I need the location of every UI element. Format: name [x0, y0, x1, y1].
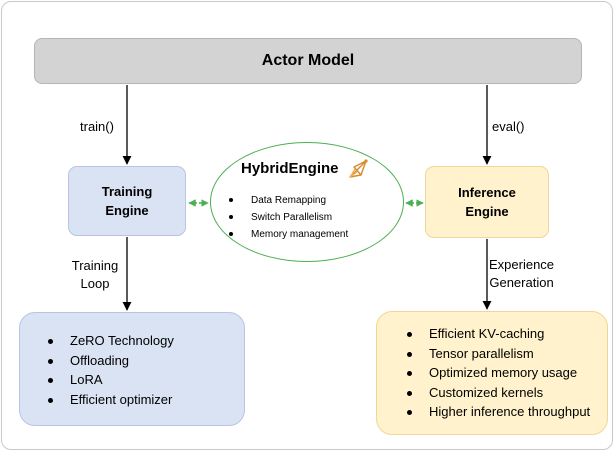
training-engine-label-line2: Engine: [105, 203, 149, 218]
hybrid-engine-title: HybridEngine: [241, 160, 339, 177]
list-item: Switch Parallelism: [229, 209, 348, 226]
list-item: ZeRO Technology: [42, 331, 244, 351]
list-item: Higher inference throughput: [401, 402, 607, 422]
inference-features-box: Efficient KV-caching Tensor parallelism …: [376, 311, 608, 435]
inference-features-list: Efficient KV-caching Tensor parallelism …: [401, 324, 607, 422]
training-engine-label-line1: Training: [101, 184, 153, 199]
list-item: Customized kernels: [401, 383, 607, 403]
eval-edge-label: eval(): [492, 119, 525, 134]
experience-generation-line1: Experience: [489, 257, 555, 272]
experience-generation-line2: Generation: [489, 275, 554, 290]
training-engine-box: Training Engine: [68, 166, 186, 236]
training-loop-line1: Training: [71, 258, 119, 273]
training-loop-label: Training Loop: [64, 257, 126, 293]
training-features-list: ZeRO Technology Offloading LoRA Efficien…: [42, 331, 244, 409]
actor-model-label: Actor Model: [261, 52, 355, 69]
inference-engine-box: Inference Engine: [425, 166, 549, 238]
list-item: Optimized memory usage: [401, 363, 607, 383]
hybrid-engine-ellipse: HybridEngine Data Remapping Switch Paral…: [210, 142, 404, 262]
list-item: Memory management: [229, 226, 348, 243]
list-item: Tensor parallelism: [401, 344, 607, 364]
inference-engine-label-line2: Engine: [465, 204, 509, 219]
list-item: Data Remapping: [229, 192, 348, 209]
hybrid-engine-list: Data Remapping Switch Parallelism Memory…: [229, 192, 348, 243]
experience-generation-label: Experience Generation: [489, 256, 554, 292]
list-item: Offloading: [42, 351, 244, 371]
list-item: LoRA: [42, 370, 244, 390]
training-loop-line2: Loop: [80, 276, 110, 291]
rocket-sketch-icon: [349, 159, 368, 178]
train-edge-label: train(): [80, 119, 114, 134]
list-item: Efficient optimizer: [42, 390, 244, 410]
actor-model-box: Actor Model: [34, 38, 582, 84]
training-features-box: ZeRO Technology Offloading LoRA Efficien…: [19, 312, 245, 426]
inference-engine-label-line1: Inference: [458, 185, 516, 200]
list-item: Efficient KV-caching: [401, 324, 607, 344]
